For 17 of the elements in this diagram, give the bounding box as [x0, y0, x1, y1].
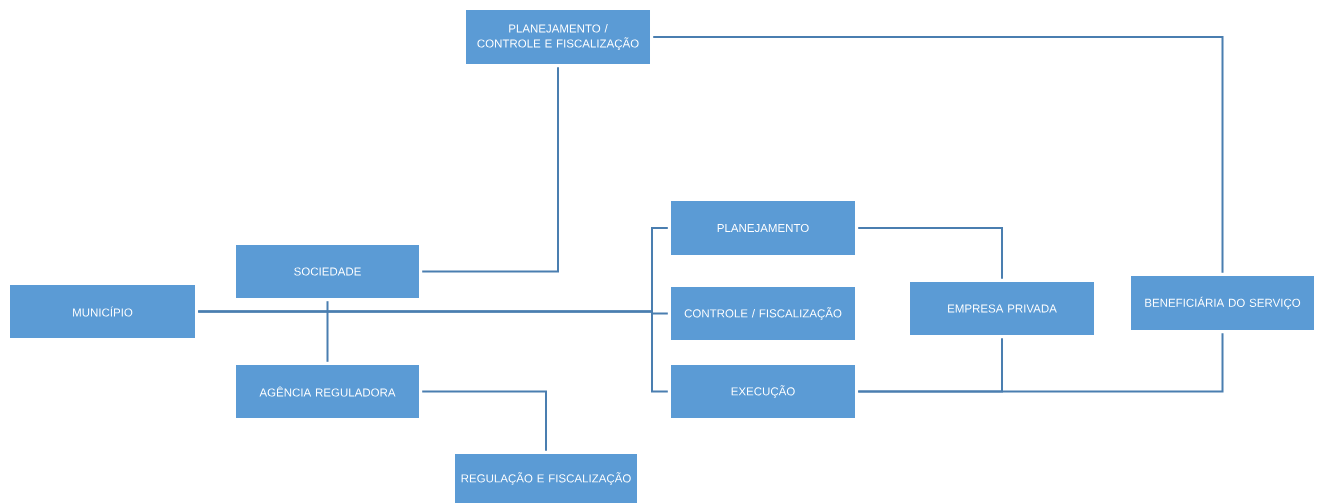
connector: [652, 36, 1224, 274]
process-box: AGÊNCIA REGULADORA: [236, 365, 419, 418]
process-box: REGULAÇÃO E FISCALIZAÇÃO: [455, 454, 637, 503]
connector: [857, 227, 1003, 280]
connector: [421, 66, 559, 273]
process-box: BENEFICIÁRIA DO SERVIÇO: [1131, 276, 1314, 330]
process-box: EXECUÇÃO: [671, 365, 855, 418]
process-box: CONTROLE / FISCALIZAÇÃO: [671, 287, 855, 340]
connector: [857, 332, 1224, 393]
connector: [197, 310, 669, 393]
process-box: EMPRESA PRIVADA: [910, 282, 1094, 335]
process-box: PLANEJAMENTO / CONTROLE E FISCALIZAÇÃO: [466, 10, 650, 64]
connector: [421, 390, 547, 452]
process-box: MUNICÍPIO: [10, 285, 195, 338]
connector: [326, 300, 329, 363]
process-box: SOCIEDADE: [236, 245, 419, 298]
process-box: PLANEJAMENTO: [671, 201, 855, 255]
